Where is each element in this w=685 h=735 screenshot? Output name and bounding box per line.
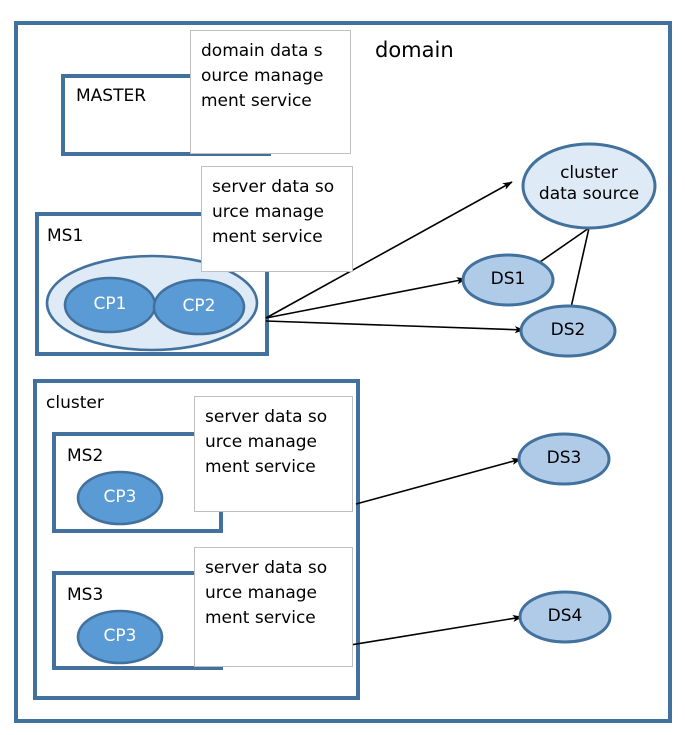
server-data-source-management-service-ms2-text: server data so urce manage ment service xyxy=(205,407,328,477)
server-data-source-management-service-ms2: server data so urce manage ment service xyxy=(194,396,353,512)
line-cluster-data-source-to-ds1 xyxy=(539,227,590,263)
domain-container xyxy=(14,21,672,723)
line-cluster-data-source-to-ds2 xyxy=(569,227,590,313)
ds1-ellipse xyxy=(461,253,555,307)
server-data-source-management-service-ms3: server data so urce manage ment service xyxy=(194,547,353,667)
server-data-source-management-service-ms1-text: server data so urce manage ment service xyxy=(212,177,335,247)
ds3-ellipse xyxy=(517,432,611,486)
cp3-ms3-ellipse xyxy=(76,609,164,665)
domain-data-source-management-service: domain data s ource manage ment service xyxy=(190,30,351,154)
cp2-ellipse xyxy=(152,278,246,336)
ds4-ellipse xyxy=(518,590,612,644)
ds2-ellipse xyxy=(519,304,617,358)
server-data-source-management-service-ms1: server data so urce manage ment service xyxy=(201,166,353,272)
arrow-ms2-to-ds3 xyxy=(355,457,522,505)
cp1-ellipse xyxy=(63,276,157,334)
cp3-ms2-ellipse xyxy=(76,470,164,526)
cluster-data-source-ellipse xyxy=(521,142,657,230)
arrow-ms1-to-ds1 xyxy=(265,277,467,319)
arrow-ms1-to-cluster-data-source xyxy=(265,181,513,319)
domain-data-source-management-service-text: domain data s ource manage ment service xyxy=(201,41,324,111)
arrow-ms1-to-ds2 xyxy=(265,320,525,334)
server-data-source-management-service-ms3-text: server data so urce manage ment service xyxy=(205,558,328,628)
